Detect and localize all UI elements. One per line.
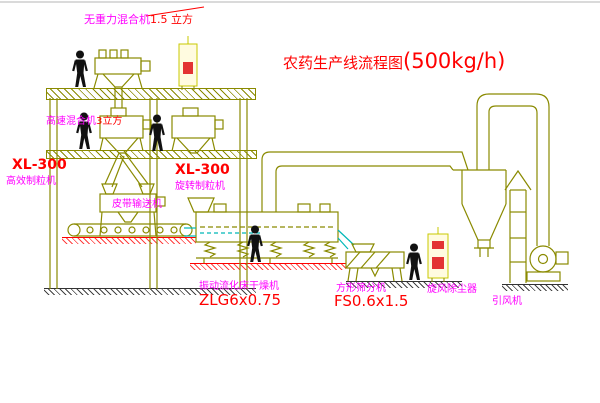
sieve-name-label: 方形筛分机 [336,283,386,294]
granulator-right-model: XL-300 [175,162,230,178]
granulator-left-machine [99,107,152,154]
drawing-title-text: 农药生产线流程图 [283,54,404,72]
top-platform-beam [46,88,256,100]
dryer-model-label: ZLG6x0.75 [199,291,282,309]
control-cabinet-top [178,36,198,90]
fan-label: 引风机 [492,296,522,307]
gravity-mixer-machine [93,49,151,108]
gravity-mixer-label: 无重力混合机1.5 立方 [84,10,193,27]
person-figure [247,224,263,264]
y-chute [104,152,149,188]
person-figure [72,49,88,89]
dryer-name-label: 振动流化床干燥机 [199,281,279,292]
belt-conveyor-machine [67,223,193,237]
high-speed-mixer-label: 高速混合机3立方 [46,111,122,128]
belt-conveyor-label: 皮带输送机 [112,199,162,210]
drawing-title: 农药生产线流程图(500kg/h) [283,50,505,72]
cyclone-label: 旋风除尘器 [427,284,477,295]
sieve-ground-line [346,281,462,288]
high-speed-mixer-name: 高速混合机 [46,116,96,127]
sieve-model-label: FS0.6x1.5 [334,292,409,310]
granulator-left-model: XL-300 [12,157,67,173]
granulator-right-machine [171,107,224,154]
leader-line [145,6,205,17]
dryer-ground-line [190,263,346,270]
red-floor-line [62,237,196,244]
square-sieve-machine [345,243,405,282]
second-floor-slab [46,150,257,159]
fluid-bed-dryer-machine [187,197,339,263]
gravity-mixer-spec: 1.5 立方 [150,13,193,26]
drawing-capacity: (500kg/h) [403,49,506,73]
gravity-mixer-name: 无重力混合机 [84,13,150,26]
exhaust-duct [261,151,469,212]
high-speed-mixer-spec: 3立方 [96,116,123,127]
discharge-hopper-machine [99,183,166,237]
granulator-right-name: 旋转制粒机 [175,181,225,192]
exhaust-stack [504,169,532,283]
cyclone-separator-machine [453,106,507,257]
fan-ground-line [502,284,568,291]
granulator-left-name: 高效制粒机 [6,176,56,187]
control-cabinet-right [427,227,449,282]
induced-draft-fan-machine [526,245,569,282]
feed-chute [184,227,355,250]
person-figure [406,242,422,282]
exhaust-pipe [476,93,550,246]
